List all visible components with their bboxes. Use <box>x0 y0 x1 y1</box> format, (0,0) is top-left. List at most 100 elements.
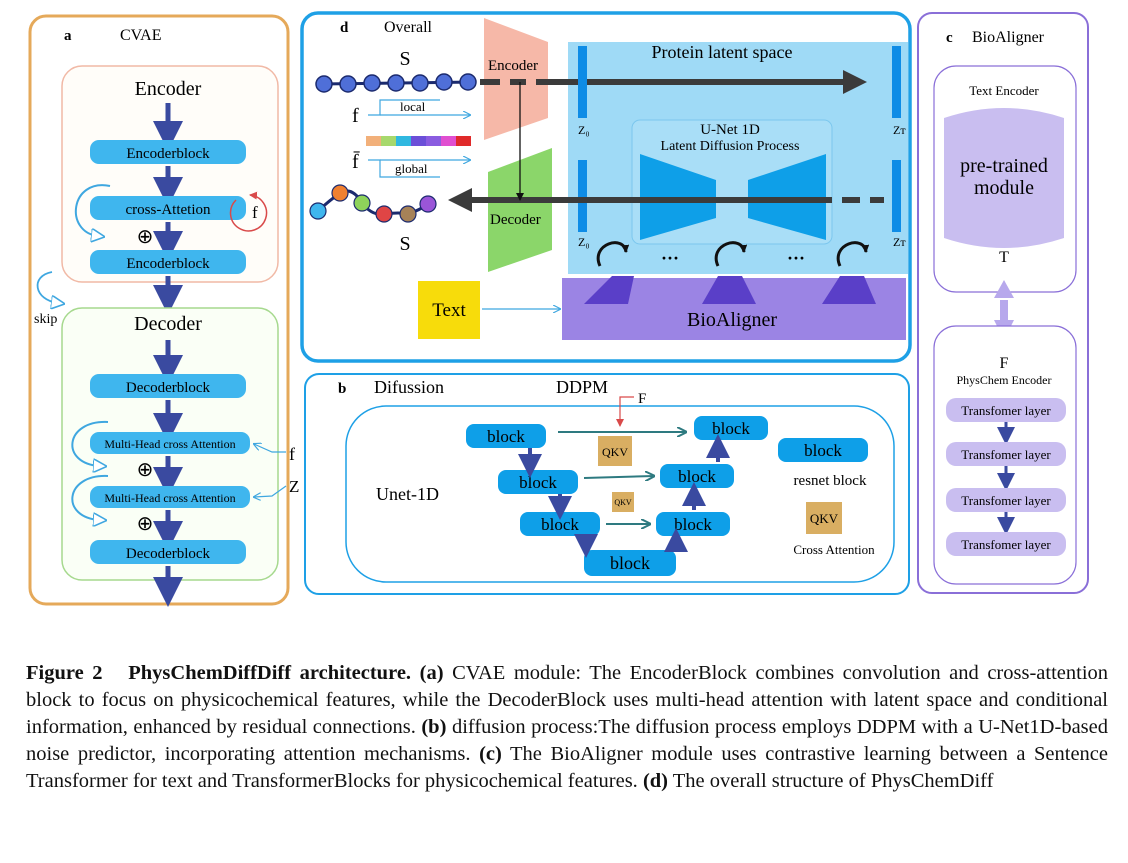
text-box-label: Text <box>432 300 466 321</box>
transformer-layer-3: Transfomer layer <box>961 493 1051 508</box>
panel-a-title: CVAE <box>120 27 162 44</box>
zt-bottom: Zᴛ <box>893 235 906 249</box>
bottom-block <box>584 550 676 576</box>
caption-b-tag: (b) <box>421 716 447 738</box>
down-block-2-label: block <box>519 473 557 492</box>
encoder-title: Encoder <box>135 78 202 100</box>
encoder-block-1 <box>90 140 246 164</box>
decoder-block-2-label: Decoderblock <box>126 546 211 562</box>
ddpm-label: DDPM <box>556 377 608 397</box>
mhca-2-label: Multi-Head cross Attention <box>104 491 235 505</box>
mhca-1-label: Multi-Head cross Attention <box>104 437 235 451</box>
legend-block <box>778 438 868 462</box>
pretrained-line-1: pre-trained <box>960 155 1048 177</box>
protein-sequence-bottom <box>309 184 437 223</box>
feature-color-bar <box>366 136 471 146</box>
bottom-block-label: block <box>610 553 650 573</box>
panel-c-title: BioAligner <box>972 29 1045 46</box>
transformer-layers: Transfomer layer Transfomer layer Transf… <box>946 398 1066 556</box>
panel-b-diffusion: b Difussion DDPM Unet-1D F block block b… <box>304 373 910 595</box>
f-global: f̄ <box>352 150 361 173</box>
sequence-s-top: S <box>399 48 410 70</box>
down-block-3 <box>520 512 600 536</box>
up-block-2-label: block <box>678 467 716 486</box>
panel-c-bioaligner: c BioAligner Text Encoder pre-trained mo… <box>917 12 1089 594</box>
legend-qkv: QKV <box>810 511 839 526</box>
side-z-label: Z <box>289 477 299 496</box>
T-label: T <box>999 249 1009 266</box>
cross-attention-label: cross-Attetion <box>126 202 211 218</box>
local-label: local <box>400 99 426 114</box>
up-block-1-label: block <box>712 419 750 438</box>
text-input-box <box>418 281 480 339</box>
bioaligner-label: BioAligner <box>687 309 777 331</box>
up-block-3-label: block <box>674 515 712 534</box>
plus-icon: ⊕ <box>137 459 154 481</box>
legend-cross-attention: Cross Attention <box>793 542 875 557</box>
transformer-layer-2: Transfomer layer <box>961 447 1051 462</box>
figure-label: Figure 2 <box>26 662 103 684</box>
sequence-s-bottom: S <box>399 233 410 255</box>
protein-sequence-top <box>315 73 477 93</box>
decoder-trapezoid <box>488 148 552 272</box>
dots-1: ··· <box>661 248 679 268</box>
plus-icon: ⊕ <box>137 513 154 535</box>
z0-top: Z₀ <box>578 123 590 137</box>
panel-d-title: Overall <box>384 19 433 36</box>
encoder-f-label: f <box>252 203 258 222</box>
down-block-3-label: block <box>541 515 579 534</box>
transformer-layer-4: Transfomer layer <box>961 537 1051 552</box>
transformer-layer-1: Transfomer layer <box>961 403 1051 418</box>
encoder-block-1-label: Encoderblock <box>126 146 210 162</box>
F-label: F <box>638 391 646 407</box>
plus-icon: ⊕ <box>137 226 154 248</box>
zt-top: Zᴛ <box>893 123 906 137</box>
F-label-c: F <box>1000 355 1009 372</box>
physchem-encoder-label: PhysChem Encoder <box>957 373 1052 387</box>
pretrained-line-2: module <box>974 177 1034 199</box>
skip-label: skip <box>34 312 57 327</box>
qkv-small-box <box>612 492 634 512</box>
decoder-block-1 <box>90 374 246 398</box>
pretrained-module <box>944 108 1064 248</box>
panel-d-letter: d <box>340 20 349 36</box>
caption-d-tag: (d) <box>642 770 668 792</box>
legend-qkv-box <box>806 502 842 534</box>
decoder-label: Decoder <box>490 212 541 228</box>
caption-c-tag: (c) <box>479 743 502 765</box>
unet-subtitle: Latent Diffusion Process <box>661 139 800 154</box>
cross-attention-block <box>90 196 246 220</box>
encoder-label: Encoder <box>488 58 538 74</box>
encoder-block-2 <box>90 250 246 274</box>
qkv-box <box>598 436 632 466</box>
figure-title: PhysChemDiffDiff architecture. <box>128 662 412 684</box>
unet-title: U-Net 1D <box>700 122 760 138</box>
panel-d-overall: d Overall S f local f̄ <box>300 11 912 363</box>
side-f-label: f <box>289 444 295 464</box>
panel-a-letter: a <box>64 28 72 44</box>
legend-block-label: block <box>804 441 842 460</box>
architecture-diagram: a CVAE Encoder Encoderblock cross-Atteti… <box>28 11 1089 607</box>
up-block-2 <box>660 464 734 488</box>
encoder-block-2-label: Encoderblock <box>126 256 210 272</box>
down-block-1-label: block <box>487 427 525 446</box>
caption-a-text: CVAE module: The EncoderBlock combines c… <box>26 662 1109 738</box>
panel-c-letter: c <box>946 30 953 46</box>
text-encoder-label: Text Encoder <box>969 83 1039 98</box>
global-label: global <box>395 161 428 176</box>
qkv-small-label: QKV <box>614 498 632 507</box>
unet1d-label: Unet-1D <box>376 484 439 504</box>
decoder-title: Decoder <box>134 313 202 335</box>
caption-b-text: diffusion process:The diffusion process … <box>26 716 1108 765</box>
latent-space-title: Protein latent space <box>652 42 793 62</box>
decoder-block-2 <box>90 540 246 564</box>
panel-b-title: Difussion <box>374 377 444 397</box>
f-local: f <box>352 105 359 127</box>
qkv-label: QKV <box>602 445 628 459</box>
mhca-block-1 <box>90 432 250 454</box>
panel-a-cvae: a CVAE Encoder Encoderblock cross-Atteti… <box>28 14 299 607</box>
caption-a-tag: (a) <box>419 662 444 684</box>
decoder-block-1-label: Decoderblock <box>126 380 211 396</box>
dots-2: ··· <box>787 248 805 268</box>
down-block-1 <box>466 424 546 448</box>
